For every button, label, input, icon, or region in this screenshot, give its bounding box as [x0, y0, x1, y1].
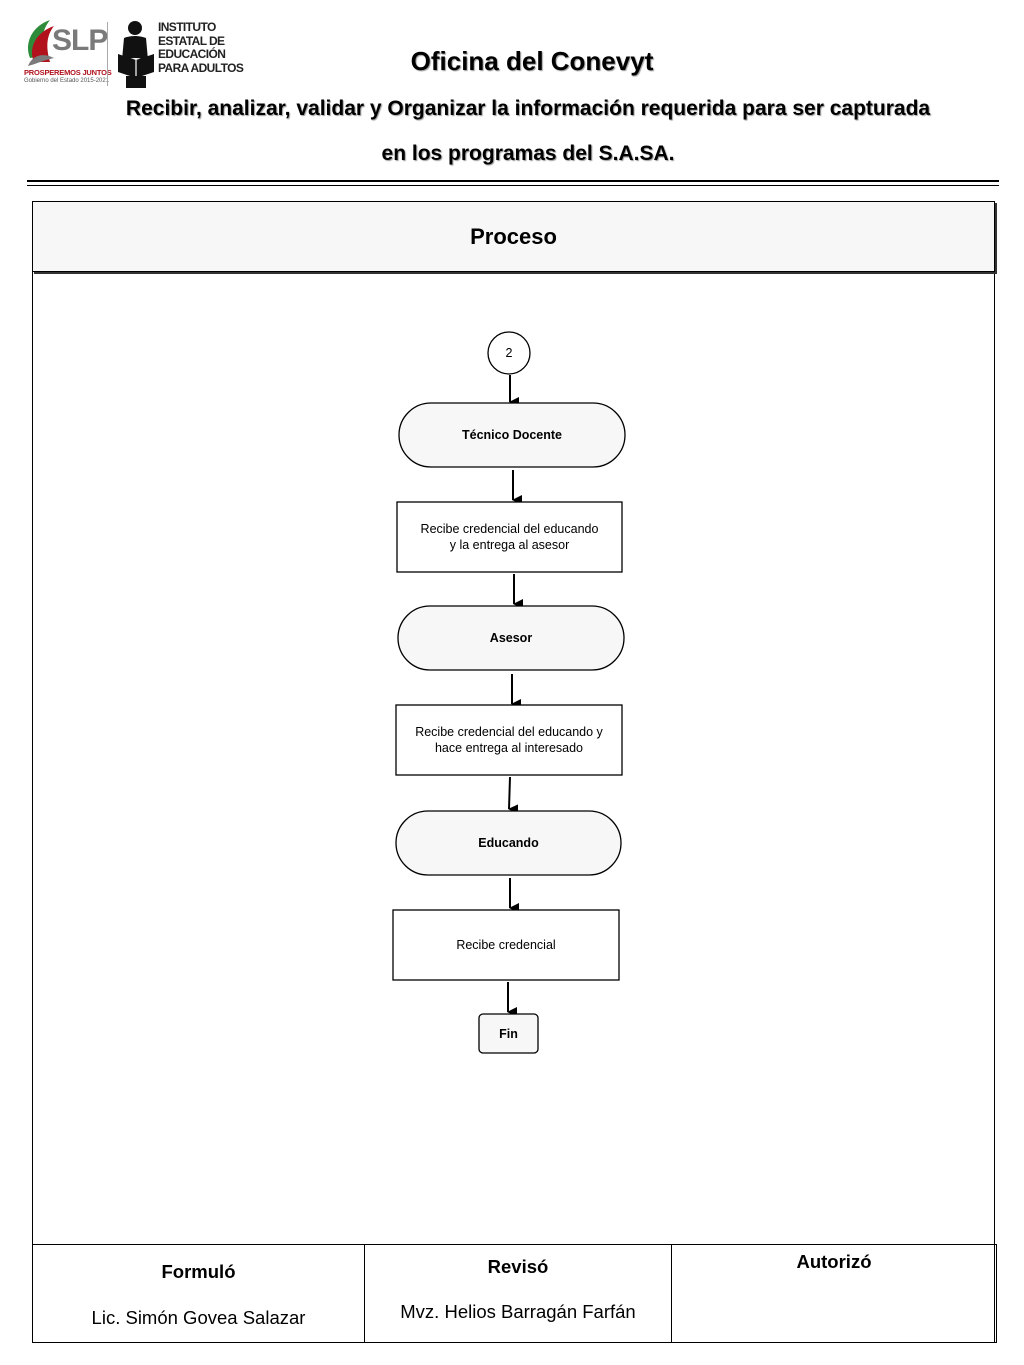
activity-label-line: Recibe credencial del educando y: [415, 725, 603, 739]
ieea-line: PARA ADULTOS: [158, 60, 244, 75]
slp-logo: SLP PROSPEREMOS JUNTOS Gobierno del Esta…: [22, 18, 112, 88]
page-title: Oficina del Conevyt: [410, 46, 654, 76]
activity-node-2: [395, 704, 623, 776]
header-rule-thin: [27, 185, 999, 186]
signature-name: Mvz. Helios Barragán Farfán: [400, 1301, 636, 1322]
actor-label: Técnico Docente: [461, 428, 563, 442]
reader-figure-icon: [118, 21, 154, 88]
actor-node-asesor: [397, 605, 625, 671]
logo-divider: [107, 22, 108, 86]
header-rule: [27, 180, 999, 182]
signature-name: Lic. Simón Govea Salazar: [91, 1307, 306, 1328]
page-subtitle-line1: Recibir, analizar, validar y Organizar l…: [125, 97, 931, 120]
activity-label-line: Recibe credencial del educando: [420, 522, 599, 536]
signature-cell-reviso: Revisó Mvz. Helios Barragán Farfán: [364, 1244, 672, 1343]
ieea-line: EDUCACIÓN: [158, 47, 226, 61]
activity-node-3: [392, 909, 620, 981]
slp-swoosh-icon: [28, 20, 54, 66]
actor-node-tecnico-docente: [398, 402, 626, 468]
signature-role: Autorizó: [796, 1251, 872, 1272]
ieea-line: ESTATAL DE: [158, 33, 225, 48]
signature-role: Revisó: [487, 1256, 549, 1277]
ieea-logo: INSTITUTO ESTATAL DE EDUCACIÓN PARA ADUL…: [118, 18, 244, 88]
signature-cell-formulo: Formuló Lic. Simón Govea Salazar: [32, 1244, 365, 1343]
slp-tagline: PROSPEREMOS JUNTOS: [24, 68, 112, 77]
activity-label-line: Recibe credencial: [456, 938, 556, 952]
activity-label: Recibe credencial del educando y la entr…: [397, 502, 622, 572]
slp-subline: Gobierno del Estado 2015-2021: [24, 78, 110, 84]
activity-label: Recibe credencial del educando y hace en…: [396, 705, 622, 775]
terminal-label: Fin: [499, 1026, 518, 1041]
activity-label-line: y la entrega al asesor: [449, 538, 570, 552]
actor-label: Educando: [478, 836, 539, 850]
activity-label: Recibe credencial: [393, 910, 619, 980]
flow-arrow: [508, 776, 519, 815]
connector-label: 2: [505, 346, 513, 360]
ieea-line: INSTITUTO: [158, 20, 216, 34]
slp-wordmark: SLP: [52, 24, 108, 57]
terminal-node-fin: [478, 1013, 539, 1054]
activity-node-1: [396, 501, 623, 573]
activity-label-line: hace entrega al interesado: [434, 741, 584, 755]
signature-role: Formuló: [161, 1261, 236, 1282]
process-heading: Proceso: [470, 224, 557, 249]
actor-node-educando: [395, 810, 622, 876]
ieea-wordmark: INSTITUTO ESTATAL DE EDUCACIÓN PARA ADUL…: [158, 20, 244, 75]
actor-label: Asesor: [489, 631, 533, 645]
page-subtitle-line2: en los programas del S.A.SA.: [381, 142, 675, 165]
process-header: Proceso: [32, 201, 995, 272]
off-page-connector: [487, 331, 531, 375]
signature-cell-autorizo: Autorizó: [671, 1244, 997, 1343]
